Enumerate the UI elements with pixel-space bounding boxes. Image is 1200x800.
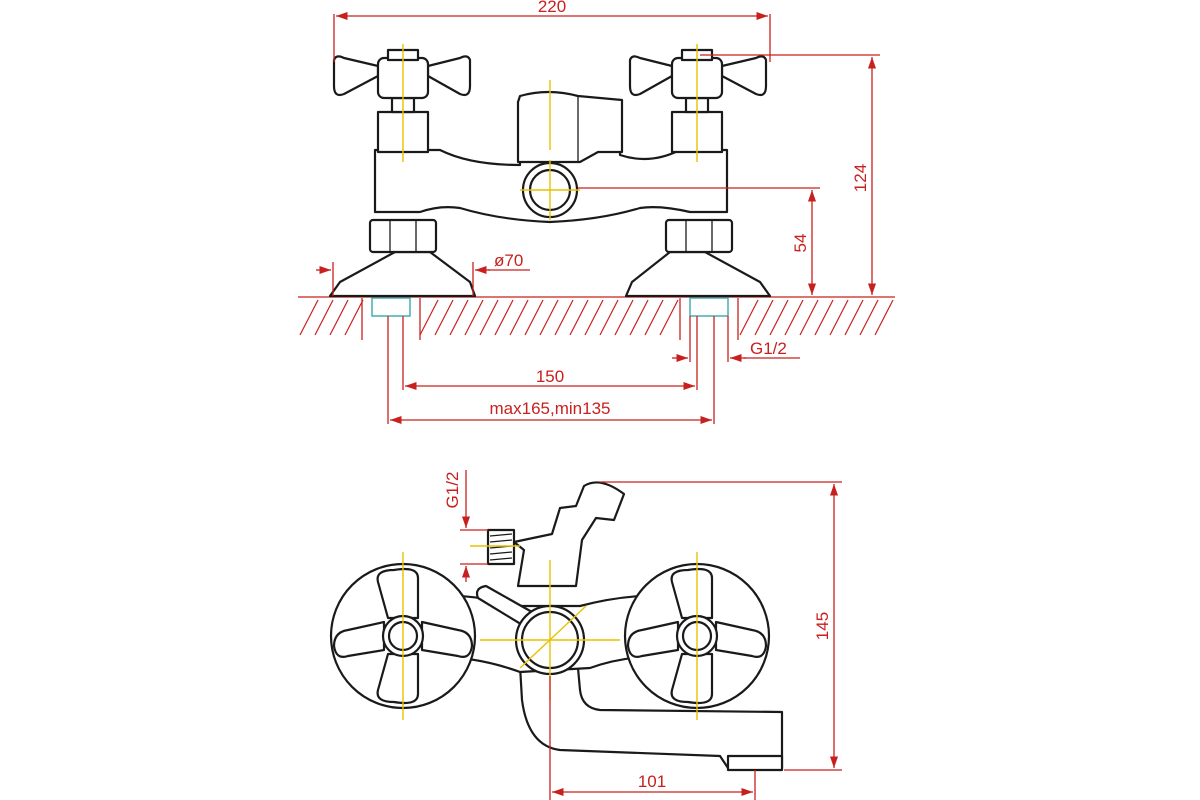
dim-width-total: 220 [333, 0, 771, 62]
dim-spout-reach-label: 101 [638, 772, 666, 791]
right-cross-handle [628, 48, 768, 100]
dim-inlet-thread: G1/2 [672, 316, 800, 363]
left-cross-handle [332, 48, 472, 100]
dim-center-distance-label: 150 [536, 367, 564, 386]
side-diverter-lever [475, 584, 534, 628]
dim-spout-reach: 101 [549, 676, 756, 800]
front-centerlines [402, 44, 698, 220]
spout-aerator [726, 754, 784, 772]
diverter-lever [516, 90, 624, 164]
inlet-pipes [371, 297, 729, 317]
shower-outlet [512, 481, 626, 588]
dim-height-total: 124 [700, 54, 880, 295]
dim-center-distance: 150 [402, 316, 698, 391]
right-nut [664, 218, 734, 254]
left-flange [328, 250, 477, 298]
dim-adjust-range: max165,min135 [387, 316, 715, 425]
side-view: G1/2 145 101 [329, 470, 842, 800]
right-flange [624, 250, 772, 298]
dim-adjust-range-label: max165,min135 [490, 399, 611, 418]
wall-hatching [298, 296, 895, 340]
dim-flange-diameter: ø70 [316, 251, 530, 296]
left-nut [368, 218, 438, 254]
dim-side-height: 145 [600, 481, 842, 771]
dim-width-total-label: 220 [538, 0, 566, 16]
dim-flange-diameter-label: ø70 [494, 251, 523, 270]
dim-inlet-height-label: 54 [791, 234, 810, 253]
dim-inlet-thread-label: G1/2 [750, 339, 787, 358]
dim-height-total-label: 124 [851, 164, 870, 192]
front-view: 220 124 54 ø70 [298, 0, 895, 425]
dim-inlet-height: 54 [578, 187, 820, 295]
dim-shower-thread: G1/2 [443, 470, 488, 582]
dim-shower-thread-label: G1/2 [443, 472, 462, 509]
dim-side-height-label: 145 [813, 612, 832, 640]
